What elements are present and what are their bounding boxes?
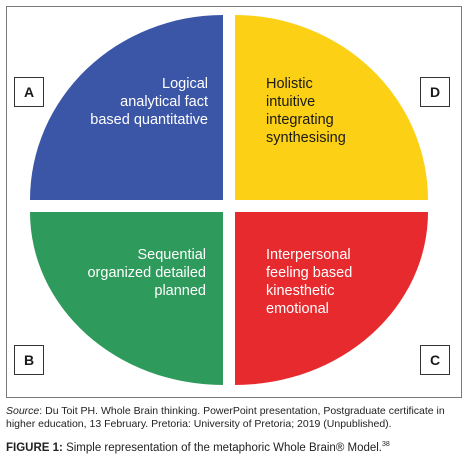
quadrant-a-line: Logical	[162, 76, 208, 92]
quadrant-b-shape	[30, 212, 223, 385]
quadrant-b-line: organized detailed	[87, 265, 206, 281]
quadrant-c-line: emotional	[266, 301, 329, 317]
caption-reference: 38	[382, 441, 390, 448]
quadrant-a-letter: A	[14, 77, 44, 107]
figure-frame	[6, 6, 462, 398]
quadrant-d-line: intuitive	[266, 94, 316, 110]
quadrant-b-line: planned	[154, 283, 206, 299]
quadrant-b-label: Sequential organized detailed planned	[87, 246, 206, 300]
quadrant-a-line: analytical fact	[120, 94, 208, 110]
source-note: Source: Du Toit PH. Whole Brain thinking…	[6, 405, 466, 431]
caption-label: FIGURE 1:	[6, 441, 63, 454]
source-text: : Du Toit PH. Whole Brain thinking. Powe…	[6, 405, 445, 430]
quadrant-c-line: feeling based	[266, 265, 353, 281]
quadrant-c-letter: C	[420, 345, 450, 375]
quadrant-a-label: Logical analytical fact based quantitati…	[90, 75, 208, 129]
quadrant-d-line: integrating	[266, 112, 334, 128]
figure-caption: FIGURE 1: Simple representation of the m…	[6, 441, 466, 454]
quadrant-a-shape	[30, 15, 223, 200]
quadrant-d-label: Holistic intuitive integrating synthesis…	[266, 75, 346, 147]
quadrant-c-label: Interpersonal feeling based kinesthetic …	[266, 246, 352, 318]
quadrant-c-shape	[235, 212, 428, 385]
quadrant-c-line: Interpersonal	[266, 247, 351, 263]
whole-brain-diagram	[30, 15, 428, 385]
quadrant-d-letter: D	[420, 77, 450, 107]
quadrant-c-line: kinesthetic	[266, 283, 335, 299]
quadrant-d-line: synthesising	[266, 130, 346, 146]
caption-text: Simple representation of the metaphoric …	[62, 441, 383, 454]
quadrant-b-letter: B	[14, 345, 44, 375]
quadrant-a-line: based quantitative	[90, 112, 208, 128]
quadrant-d-shape	[235, 15, 428, 200]
quadrant-d-line: Holistic	[266, 76, 313, 92]
source-label: Source	[6, 405, 40, 417]
quadrant-b-line: Sequential	[137, 247, 206, 263]
